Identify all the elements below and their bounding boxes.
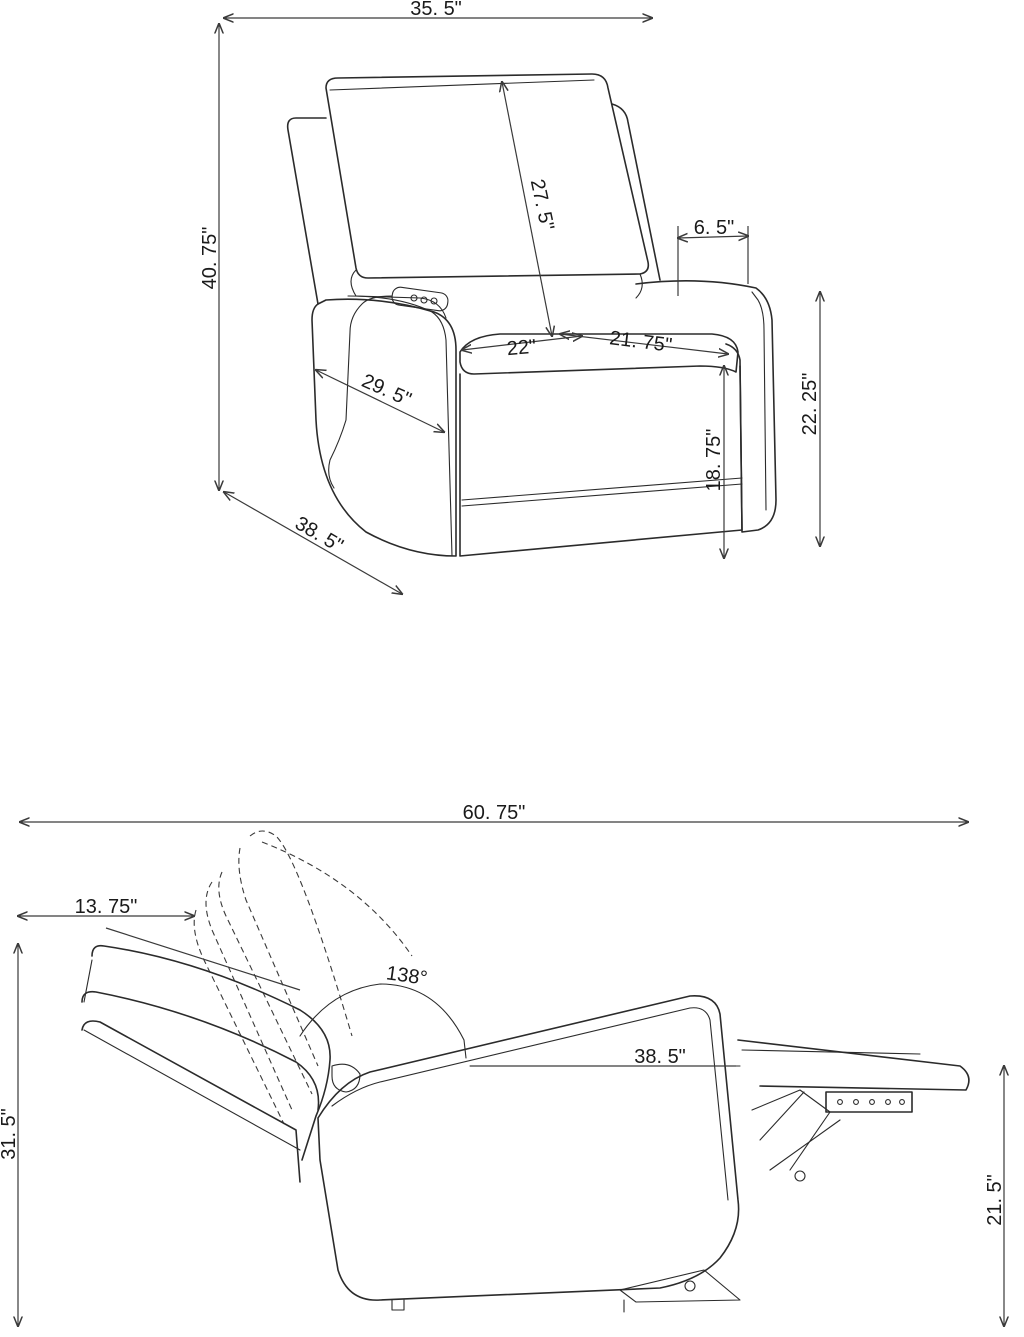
seat-height-label: 18. 75" xyxy=(703,429,725,492)
side-view: 60. 75" 13. 75" 138° 38. 5" 31. 5" 21. 5… xyxy=(0,802,1006,1326)
front-view: 35. 5" 40. 75" 38. 5" 27. 5" 6. 5" 22" 2… xyxy=(199,0,821,594)
arm-depth-label: 29. 5" xyxy=(358,370,414,411)
recliner-side-drawing xyxy=(81,830,970,1313)
back-height-label: 27. 5" xyxy=(526,177,558,232)
seat-width-label: 22" xyxy=(506,336,537,360)
overall-height-label: 40. 75" xyxy=(199,227,221,290)
recline-angle-label: 138° xyxy=(385,962,429,990)
back-overhang-label: 13. 75" xyxy=(75,896,138,918)
arm-height-label: 22. 25" xyxy=(799,373,821,436)
footrest-height-label: 21. 5" xyxy=(984,1174,1006,1226)
back-overhang-leader-line xyxy=(105,927,301,991)
overall-depth-dimension-line xyxy=(224,492,402,594)
arm-depth-dimension-line xyxy=(316,370,444,432)
overall-depth-label: 38. 5" xyxy=(291,512,347,557)
seat-depth-label: 21. 75" xyxy=(608,327,673,356)
side-back-height-label: 31. 5" xyxy=(0,1108,20,1160)
back-height-dimension-line xyxy=(502,82,552,336)
arm-width-dimension-line xyxy=(678,236,748,238)
seat-depth-dimension-line xyxy=(560,334,728,354)
arm-width-label: 6. 5" xyxy=(694,217,734,239)
reclined-length-label: 60. 75" xyxy=(463,802,526,824)
recliner-front-drawing xyxy=(286,73,777,557)
overall-width-label: 35. 5" xyxy=(410,0,462,20)
body-length-label: 38. 5" xyxy=(634,1046,686,1068)
